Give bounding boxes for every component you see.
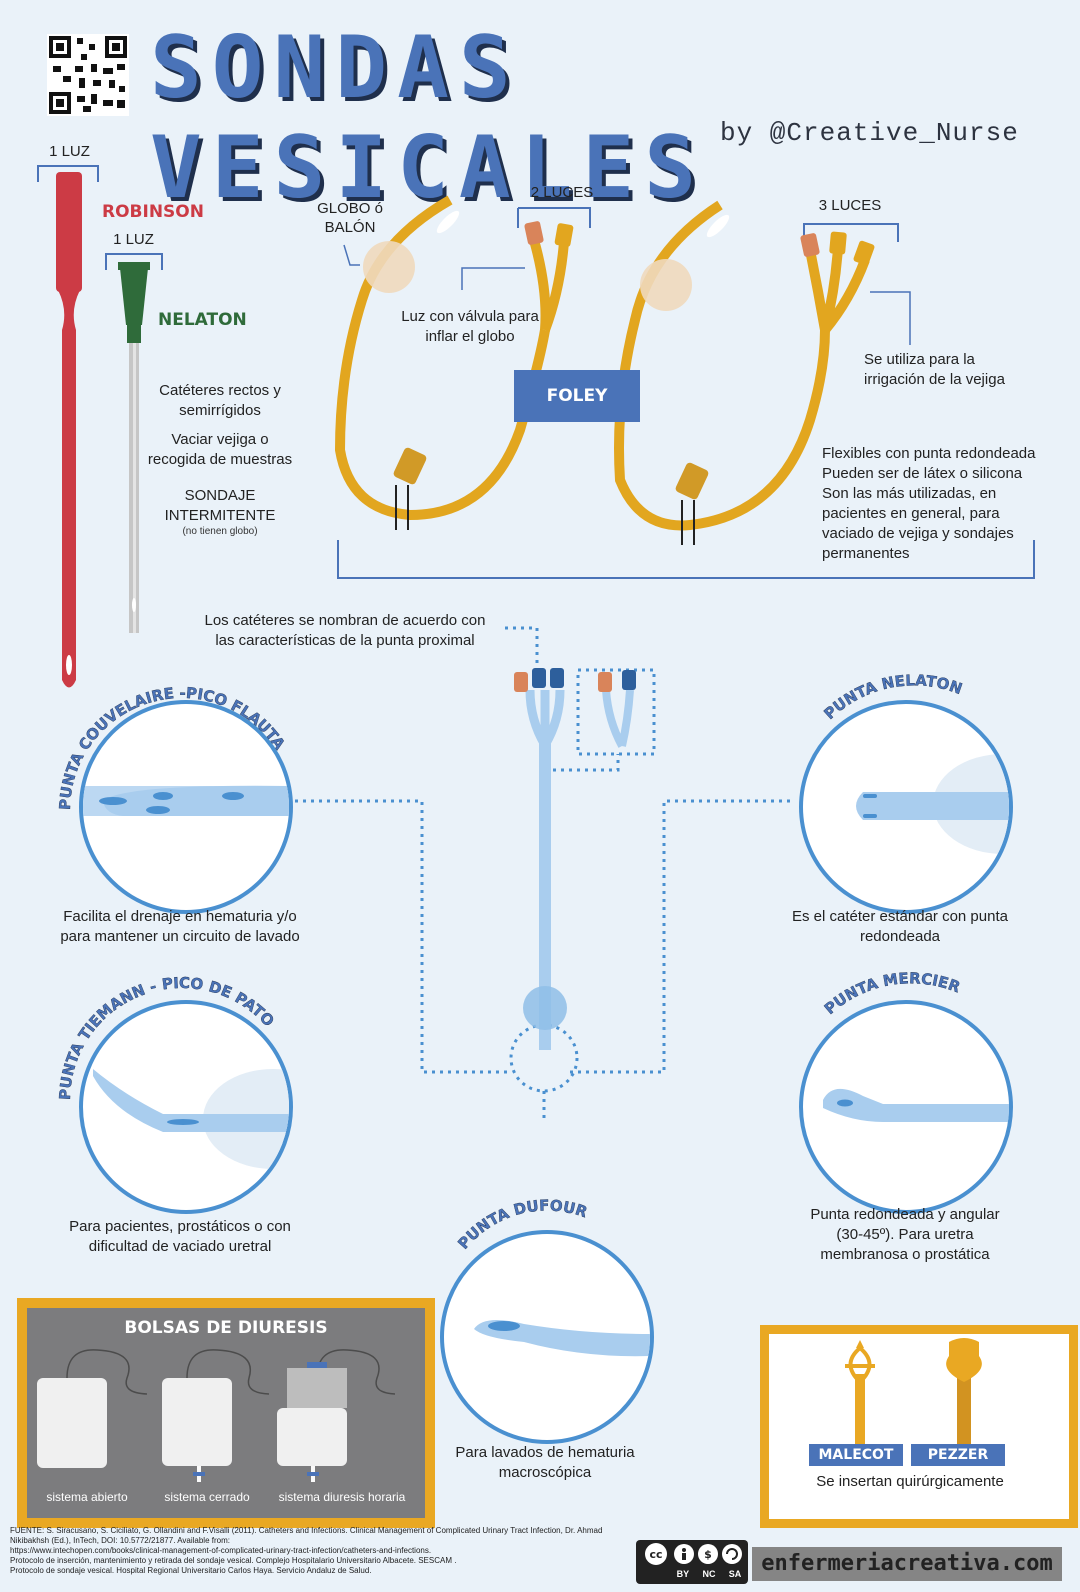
source-line: Protocolo de sondaje vesical. Hospital R… [10,1566,372,1575]
mercier-tip-circle [799,1000,1013,1214]
svg-text:$: $ [704,1548,712,1561]
sondaje-label-1: SONDAJE [184,487,256,504]
central-catheter-diagram [295,626,790,1120]
foley-desc-line: vaciado de vejiga y sondajes [822,525,1014,542]
nelaton-desc-1: Es el catéter estándar con punta [792,908,1008,925]
bag-label-closed: sistema cerrado [164,1490,250,1504]
cc-by-nc-sa-icon: cc $ [645,1543,742,1565]
foley-desc-line: pacientes en general, para [822,505,1000,522]
tip-title-mercier: PUNTA MERCIER [821,969,963,1018]
robinson-luz-label: 1 LUZ [49,143,90,160]
source-line: FUENTE: S. Siracusano, S. Ciciliato, G. … [10,1526,603,1535]
urine-bags-title: BOLSAS DE DIURESIS [124,1318,328,1338]
surgical-desc: Se insertan quirúrgicamente [816,1473,1004,1490]
valve-label-1: Luz con válvula para [401,308,539,325]
couvelaire-desc-1: Facilita el drenaje en hematuria y/o [63,908,297,925]
couvelaire-tip-circle [79,700,293,914]
globo-label-2: BALÓN [324,219,376,236]
foley-description: Flexibles con punta redondeada Pueden se… [822,444,1052,564]
tiemann-tip-circle [79,1000,293,1214]
malecot-pezzer-illustration [845,1338,982,1459]
nelaton-luz-label: 1 LUZ [113,231,154,248]
straight-catheters-illustration [37,165,163,688]
irrigation-label-1: Se utiliza para la [864,351,975,368]
source-line: Protocolo de inserción, mantenimiento y … [10,1556,457,1565]
dufour-title: PUNTA DUFOUR [454,1196,590,1253]
mercier-desc-1: Punta redondeada y angular [810,1206,1000,1223]
nelaton-title: NELATON [158,310,247,330]
tiemann-desc-1: Para pacientes, prostáticos o con [69,1218,291,1235]
page-title: SONDAS VESICALES [150,18,706,218]
cc-terms: BY NC SA [670,1569,748,1579]
nelaton-desc-2: redondeada [859,928,941,945]
foley-catheters-illustration [334,195,1035,579]
cc-by: BY [676,1569,690,1579]
pezzer-label: PEZZER [911,1444,1005,1466]
tip-title-dufour: PUNTA DUFOUR [454,1196,590,1252]
dufour-tip-circle [440,1230,654,1444]
straight-desc-3: Vaciar vejiga o [171,431,269,448]
tip-title-nelaton: PUNTA NELATON [820,671,964,723]
luces-3-label: 3 LUCES [818,197,882,214]
foley-label: FOLEY [514,370,640,422]
straight-desc-2: semirrígidos [179,402,261,419]
bag-label-open: sistema abierto [46,1490,128,1504]
luces-2-label: 2 LUCES [530,184,594,201]
urine-bags-illustration [37,1349,396,1482]
no-globo-note: (no tienen globo) [182,526,258,537]
urine-bags-panel: BOLSAS DE DIURESIS sistema abierto siste… [17,1298,435,1528]
naming-note-1: Los catéteres se nombran de acuerdo con [204,612,486,629]
foley-desc-line: Son las más utilizadas, en [822,485,997,502]
dufour-desc-2: macroscópica [498,1464,592,1481]
foley-desc-line: Flexibles con punta redondeada [822,445,1036,462]
straight-desc-4: recogida de muestras [147,451,293,468]
qr-code-icon[interactable] [47,34,129,116]
sondaje-label-2: INTERMITENTE [164,507,276,524]
cc-sa: SA [728,1569,742,1579]
svg-text:cc: cc [649,1548,662,1561]
bag-label-hourly: sistema diuresis horaria [278,1490,406,1504]
tiemann-desc-2: dificultad de vaciado uretral [88,1238,272,1255]
irrigation-label-2: irrigación de la vejiga [864,371,1005,388]
naming-note-2: las características de la punta proximal [215,632,475,649]
tip-title-tiemann: PUNTA TIEMANN - PICO DE PATO [56,974,278,1100]
globo-label-1: GLOBO ó [317,200,383,217]
source-line: Nikibakhsh (Ed.), InTech, DOI: 10.5772/2… [10,1536,230,1545]
couvelaire-desc-2: para mantener un circuito de lavado [60,928,300,945]
valve-label-2: inflar el globo [425,328,515,345]
dufour-desc-1: Para lavados de hematuria [455,1444,635,1461]
mercier-desc-3: membranosa o prostática [820,1246,990,1263]
straight-desc-1: Catéteres rectos y [159,382,281,399]
source-line: https://www.intechopen.com/books/clinica… [10,1546,432,1555]
robinson-title: ROBINSON [102,202,204,222]
cc-license-badge[interactable]: cc $ BY NC SA [636,1540,748,1584]
tip-titles: PUNTA COUVELAIRE -PICO FLAUTA PUNTA NELA… [56,671,965,1100]
byline: by @Creative_Nurse [720,118,1019,148]
cc-nc: NC [702,1569,716,1579]
tip-title-couvelaire: PUNTA COUVELAIRE -PICO FLAUTA [56,684,289,810]
nelaton-tip-circle [799,700,1013,914]
foley-desc-line: Pueden ser de látex o silicona [822,465,1023,482]
mercier-desc-2: (30-45º). Para uretra [836,1226,974,1243]
source-references: FUENTE: S. Siracusano, S. Ciciliato, G. … [10,1526,620,1576]
surgical-catheters-panel: MALECOT PEZZER Se insertan quirúrgicamen… [760,1325,1078,1528]
foley-desc-line: permanentes [822,545,910,562]
malecot-label: MALECOT [809,1444,903,1466]
website-link[interactable]: enfermeriacreativa.com [752,1547,1062,1581]
